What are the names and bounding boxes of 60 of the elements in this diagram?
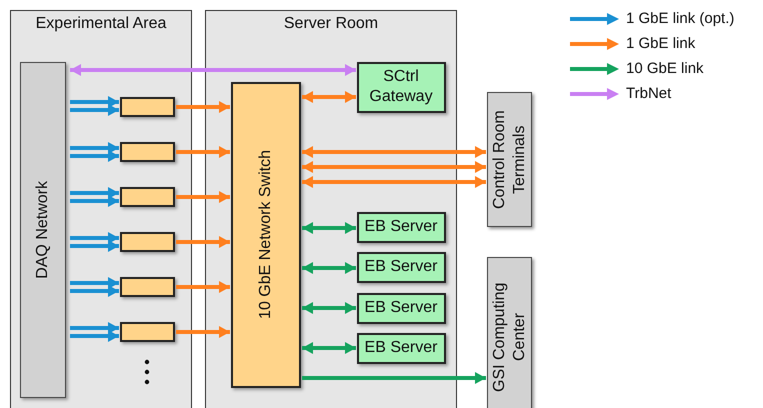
server-box [356,252,446,282]
arrow [176,281,230,293]
server-box [356,332,446,364]
legend-label: TrbNet [626,85,672,102]
arrow [302,222,356,234]
legend-label: 10 GbE link [626,60,704,77]
arrow [70,96,119,108]
arrow [302,372,486,384]
arrow [302,161,486,173]
arrow [70,330,119,342]
arrow [302,91,356,103]
node-label: EB Server [364,298,438,318]
node-label: GSI Computing Center [490,281,528,394]
area-title: Server Room [282,15,380,33]
legend-label: 1 GbE link [626,35,696,52]
node-label: Control Room Terminals [490,109,528,211]
arrow [70,187,119,199]
server-box [356,212,446,242]
area-panel [10,10,192,408]
server-box [356,292,446,324]
module-box [120,96,174,116]
arrow [70,240,119,252]
arrow [70,104,119,116]
arrow [70,150,119,162]
arrow [70,277,119,289]
arrow [70,322,119,334]
arrow [70,232,119,244]
module-box [120,186,174,206]
node-label: EB Server [364,257,438,277]
legend-label: 1 GbE link (opt.) [626,10,734,27]
arrow [176,101,230,113]
arrow [176,236,230,248]
network-box [20,62,66,398]
gateway-box [356,62,446,112]
node-label: EB Server [364,217,438,237]
node-label: SCtrl Gateway [368,67,434,107]
node-label: 10 GbE Network Switch [256,150,274,319]
area-panel [205,10,457,408]
arrow [70,285,119,297]
arrow [70,195,119,207]
module-box [120,232,174,252]
arrow [302,146,486,158]
terminal-box [487,92,532,227]
arrow [176,191,230,203]
arrow [302,342,356,354]
module-box [120,276,174,296]
node-label: DAQ Network [32,180,52,278]
module-box [120,322,174,342]
arrow [176,146,230,158]
arrow [302,302,356,314]
arrow [302,176,486,188]
arrow [176,326,230,338]
switch-box [230,82,300,388]
module-box [120,142,174,162]
area-title: Experimental Area [34,15,168,33]
computing-center-box [487,257,532,408]
arrow [70,64,356,76]
arrow [70,142,119,154]
arrow [302,262,356,274]
node-label: EB Server [364,338,438,358]
